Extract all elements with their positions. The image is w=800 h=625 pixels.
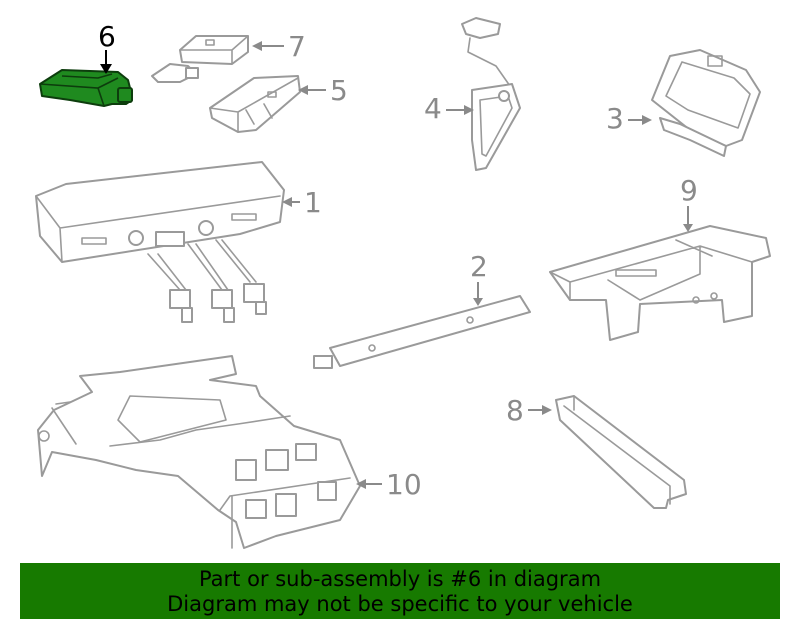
callout-8-label: 8 [506,394,524,427]
callout-7-label: 7 [288,30,306,63]
part-6-module[interactable] [39,69,133,107]
part-8-bracket[interactable] [555,395,687,509]
part-9-bracket[interactable] [549,225,771,341]
part-1-control-module[interactable] [35,161,285,323]
part-5-module[interactable] [209,75,301,133]
callout-3-label: 3 [606,102,624,135]
part-10-tray[interactable] [37,355,361,549]
callout-6: 6 [98,20,116,74]
info-banner: Part or sub-assembly is #6 in diagram Di… [20,563,780,619]
callout-6-label: 6 [98,20,116,53]
callout-10: 10 [356,468,422,501]
callout-5-label: 5 [330,74,348,107]
banner-line-2: Diagram may not be specific to your vehi… [167,592,633,616]
callout-5: 5 [298,74,348,107]
callout-10-label: 10 [386,468,422,501]
part-2-bar[interactable] [313,295,531,369]
callout-1: 1 [282,186,322,219]
banner-line-1: Part or sub-assembly is #6 in diagram [198,567,602,591]
part-4-sensor[interactable] [461,17,521,171]
parts-diagram: 6 7 5 4 3 1 2 9 8 [35,17,771,549]
callout-8: 8 [506,394,552,427]
callout-1-label: 1 [304,186,322,219]
callout-9-label: 9 [680,174,698,207]
callout-3: 3 [606,102,652,135]
callout-4: 4 [424,92,474,125]
part-7-module[interactable] [151,35,249,83]
callout-9: 9 [680,174,698,232]
callout-2-label: 2 [470,250,488,283]
callout-7: 7 [252,30,306,63]
callout-4-label: 4 [424,92,442,125]
part-3-display[interactable] [651,49,761,157]
callout-2: 2 [470,250,488,306]
